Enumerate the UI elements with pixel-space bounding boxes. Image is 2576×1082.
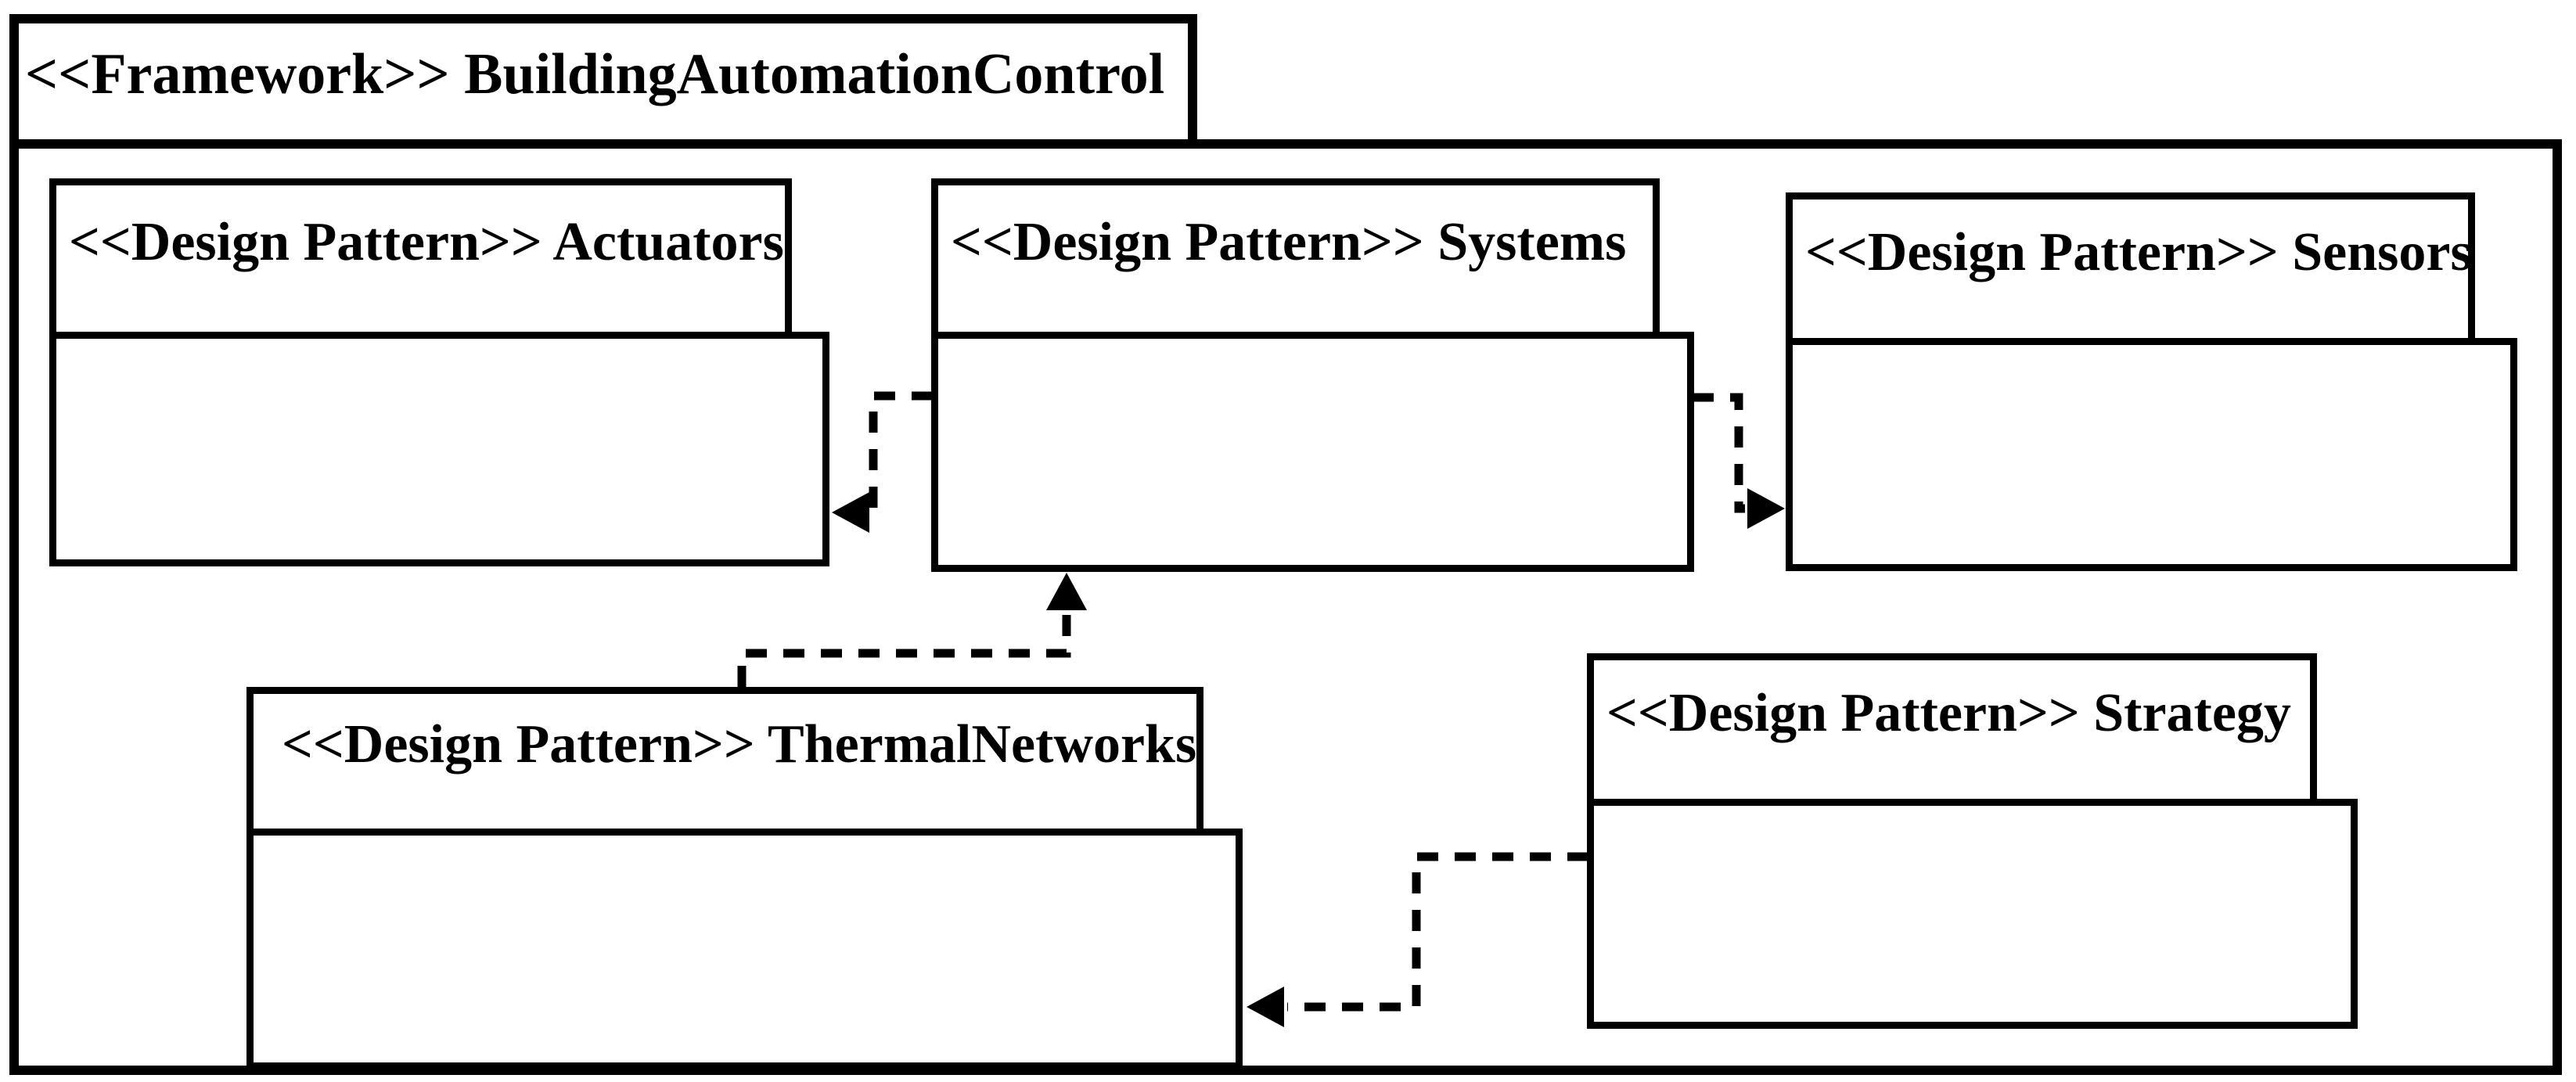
dependency-systems-to-sensors-line <box>1693 393 1745 513</box>
package-systems-tab[interactable]: <<Design Pattern>> Systems <box>931 178 1660 339</box>
package-actuators-body[interactable] <box>49 332 829 566</box>
package-sensors-tab[interactable]: <<Design Pattern>> Sensors <box>1786 192 2475 345</box>
package-thermal-networks-body[interactable] <box>246 829 1243 1069</box>
dependency-thermal-networks-to-systems-line <box>737 613 1071 687</box>
dependency-strategy-to-thermal-networks-line <box>1287 852 1588 1012</box>
package-systems-label: <<Design Pattern>> Systems <box>951 211 1627 272</box>
dependency-strategy-to-thermal-networks[interactable] <box>1247 852 1588 1027</box>
dependency-thermal-networks-to-systems[interactable] <box>737 573 1087 687</box>
package-sensors-label: <<Design Pattern>> Sensors <box>1805 221 2472 282</box>
dependency-systems-to-actuators-line <box>869 391 933 517</box>
dependency-systems-to-actuators[interactable] <box>832 391 933 533</box>
package-strategy-tab[interactable]: <<Design Pattern>> Strategy <box>1587 653 2317 806</box>
dependency-systems-to-sensors-arrowhead <box>1747 488 1785 529</box>
package-thermal-networks-tab[interactable]: <<Design Pattern>> ThermalNetworks <box>246 687 1203 836</box>
dependency-systems-to-sensors[interactable] <box>1693 393 1785 529</box>
package-actuators-tab[interactable]: <<Design Pattern>> Actuators <box>49 178 792 339</box>
package-strategy-body[interactable] <box>1587 799 2358 1029</box>
package-strategy-label: <<Design Pattern>> Strategy <box>1606 682 2291 743</box>
framework-label: <<Framework>> BuildingAutomationControl <box>25 41 1165 106</box>
package-thermal-networks-label: <<Design Pattern>> ThermalNetworks <box>282 714 1197 775</box>
dependency-thermal-networks-to-systems-arrowhead <box>1046 573 1087 610</box>
dependency-systems-to-actuators-arrowhead <box>832 492 869 533</box>
package-actuators-label: <<Design Pattern>> Actuators <box>69 211 784 272</box>
framework-title-tab[interactable]: <<Framework>> BuildingAutomationControl <box>9 14 1197 149</box>
dependency-strategy-to-thermal-networks-arrowhead <box>1247 987 1284 1027</box>
